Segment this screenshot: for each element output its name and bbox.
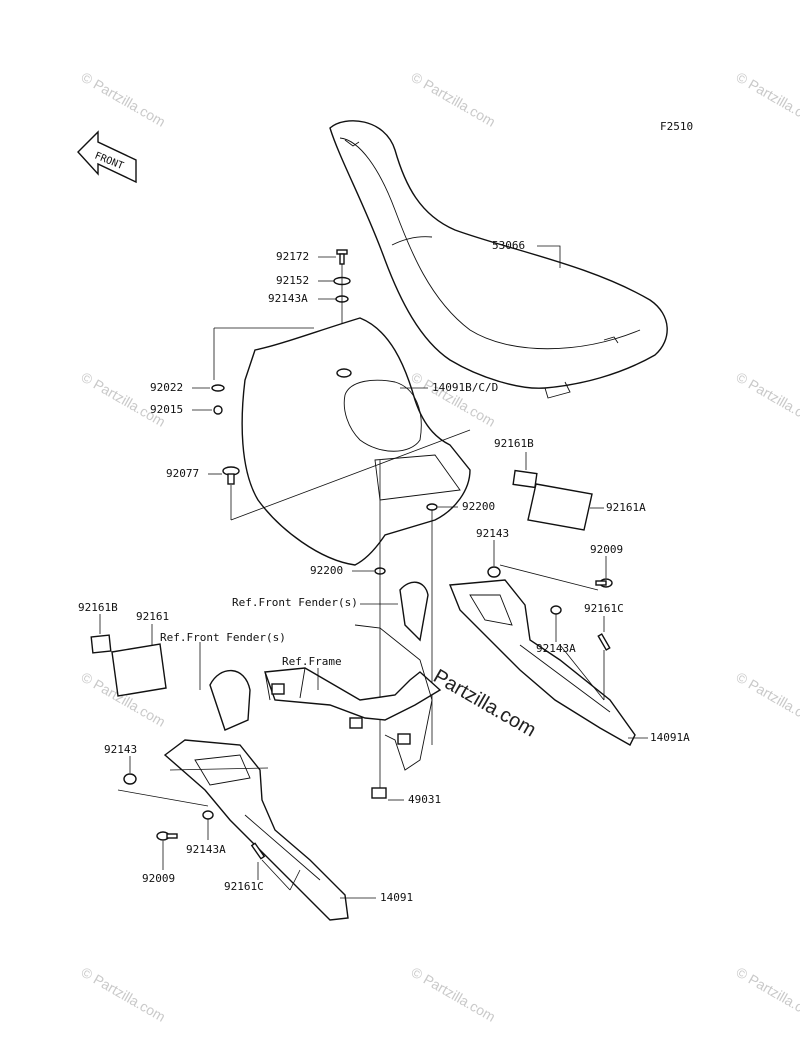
label-14091A: 14091A — [650, 731, 690, 744]
label-92152: 92152 — [276, 274, 309, 287]
nut-92015 — [214, 406, 222, 414]
label-92009-left: 92009 — [142, 872, 175, 885]
front-arrow-icon: FRONT — [78, 132, 136, 182]
grommet-92200-right — [427, 504, 437, 510]
watermark: © Partzilla.com — [734, 964, 800, 1025]
label-92172: 92172 — [276, 250, 309, 263]
pad-92161 — [112, 644, 166, 696]
label-92161B-left: 92161B — [78, 601, 118, 614]
bolt-92009-left — [157, 832, 177, 840]
watermark-layer: © Partzilla.com © Partzilla.com © Partzi… — [79, 69, 800, 1025]
watermark: © Partzilla.com — [409, 69, 499, 130]
label-92143A-right: 92143A — [536, 642, 576, 655]
ref-front-fender-left — [210, 671, 250, 730]
pad-92161A — [528, 484, 592, 530]
label-92161C-right: 92161C — [584, 602, 624, 615]
label-ref-frame: Ref.Frame — [282, 655, 342, 668]
label-92161C-left: 92161C — [224, 880, 264, 893]
watermark-center: Partzilla.com — [430, 665, 540, 741]
side-cover-14091 — [165, 740, 348, 920]
ref-frame — [265, 625, 440, 770]
label-92143A-top: 92143A — [268, 292, 308, 305]
collar-92143-right — [488, 567, 500, 577]
label-ref-front-fender-right: Ref.Front Fender(s) — [232, 596, 358, 609]
collar-92143A-left — [203, 811, 213, 819]
sticker-92161B-left — [91, 635, 111, 653]
label-92200-right: 92200 — [462, 500, 495, 513]
label-14091BCD: 14091B/C/D — [432, 381, 498, 394]
label-92015: 92015 — [150, 403, 183, 416]
label-92143-right: 92143 — [476, 527, 509, 540]
label-92161: 92161 — [136, 610, 169, 623]
washer-92022 — [212, 385, 224, 391]
label-ref-front-fender-left: Ref.Front Fender(s) — [160, 631, 286, 644]
collar-92143A-right — [551, 606, 561, 614]
bolt-92009-right — [596, 579, 612, 587]
label-92077: 92077 — [166, 467, 199, 480]
watermark: © Partzilla.com — [734, 69, 800, 130]
watermark: © Partzilla.com — [734, 669, 800, 730]
watermark: © Partzilla.com — [79, 69, 169, 130]
label-92161B-right: 92161B — [494, 437, 534, 450]
clip-92077 — [223, 467, 239, 484]
label-92143-left: 92143 — [104, 743, 137, 756]
bolt-92172 — [337, 250, 347, 264]
label-49031: 49031 — [408, 793, 441, 806]
label-92161A: 92161A — [606, 501, 646, 514]
damper-49031 — [372, 788, 386, 798]
ref-front-fender-right — [400, 582, 428, 640]
sticker-92161B-right — [513, 471, 537, 488]
label-14091: 14091 — [380, 891, 413, 904]
watermark: © Partzilla.com — [79, 964, 169, 1025]
strip-92161C-right — [598, 634, 609, 650]
collar-92143-left — [124, 774, 136, 784]
watermark: © Partzilla.com — [734, 369, 800, 430]
label-92022: 92022 — [150, 381, 183, 394]
front-cover-14091BCD — [242, 318, 470, 565]
watermark: © Partzilla.com — [79, 369, 169, 430]
label-92009-right: 92009 — [590, 543, 623, 556]
label-92200-left: 92200 — [310, 564, 343, 577]
label-53066: 53066 — [492, 239, 525, 252]
watermark: © Partzilla.com — [409, 964, 499, 1025]
figure-code: F2510 — [660, 120, 693, 133]
label-92143A-left: 92143A — [186, 843, 226, 856]
